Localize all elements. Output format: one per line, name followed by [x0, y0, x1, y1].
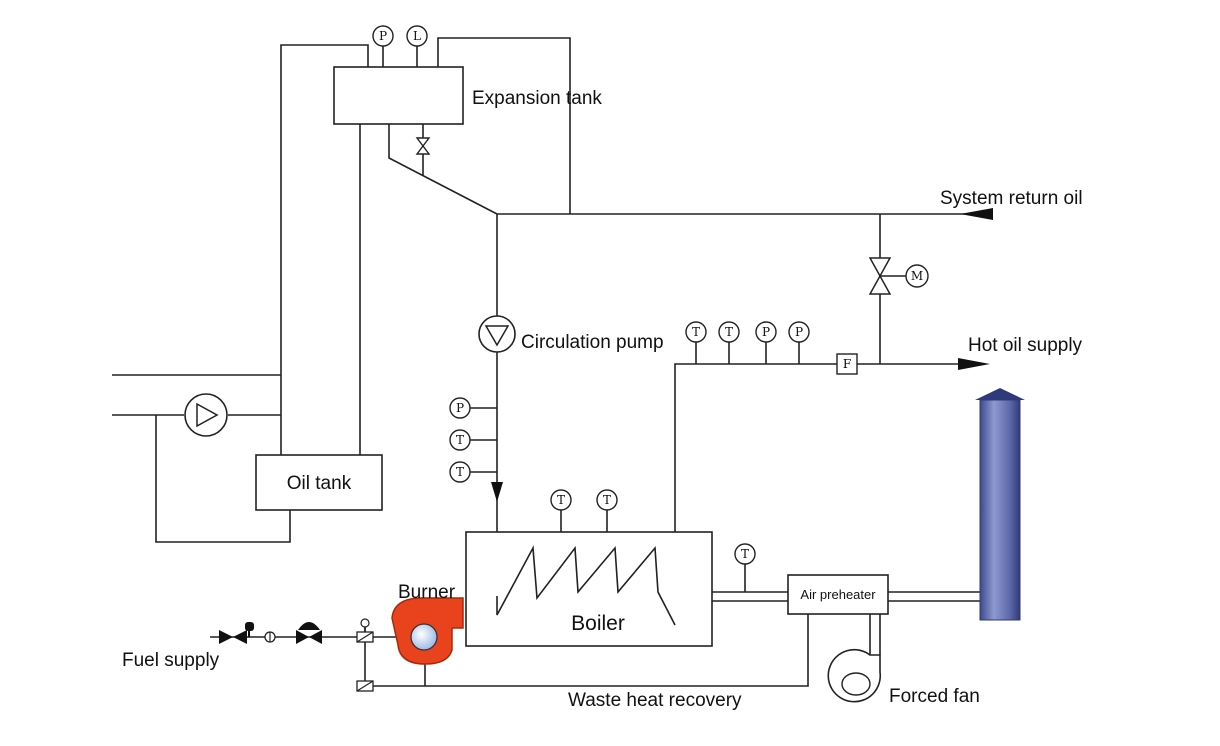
motorized-valve-icon	[868, 257, 906, 295]
circulation-pump-label: Circulation pump	[521, 332, 664, 353]
transfer-pump-icon	[184, 393, 228, 437]
waste-heat-recovery-label: Waste heat recovery	[568, 690, 742, 711]
fuel-supply-label: Fuel supply	[122, 650, 220, 671]
gauge-label: T	[692, 325, 700, 339]
pressure-gauge-icon: P	[755, 321, 777, 343]
fuel-train	[219, 618, 374, 692]
burner-icon	[391, 597, 464, 665]
boiler	[465, 531, 713, 647]
gauge-label: P	[456, 401, 464, 415]
solenoid-valve-icon	[356, 618, 374, 643]
boiler-inlet-arrow	[491, 482, 503, 502]
temperature-gauge-icon: T	[550, 489, 572, 511]
expansion-tank-label: Expansion tank	[472, 88, 602, 109]
level-gauge-icon: L	[406, 25, 428, 47]
gauge-label: P	[379, 29, 387, 43]
gauge-label: T	[741, 547, 749, 561]
oil-tank	[255, 454, 383, 511]
pressure-gauge-icon: P	[788, 321, 810, 343]
gauge-label: F	[843, 357, 851, 371]
hot-oil-supply-label: Hot oil supply	[968, 335, 1083, 356]
circulation-pump-icon	[478, 315, 516, 353]
forced-fan-label: Forced fan	[889, 686, 980, 707]
gauge-label: P	[795, 325, 803, 339]
gauge-label: T	[456, 433, 464, 447]
return-oil-arrow	[960, 208, 993, 220]
gauge-label: T	[603, 493, 611, 507]
pressure-gauge-icon: P	[449, 397, 471, 419]
temperature-gauge-icon: T	[449, 429, 471, 451]
forced-fan-icon	[827, 648, 882, 703]
gauge-label: T	[725, 325, 733, 339]
gauge-label: L	[413, 29, 421, 43]
flow-meter-icon: F	[836, 353, 858, 375]
gauge-label: M	[911, 269, 923, 283]
ball-valve-icon	[219, 622, 254, 644]
heating-coil	[496, 545, 676, 626]
boiler-label: Boiler	[571, 612, 625, 635]
air-preheater-label: Air preheater	[800, 587, 876, 602]
expansion-tank	[333, 66, 464, 125]
gate-valve-icon	[415, 137, 431, 155]
temperature-gauge-icon: T	[685, 321, 707, 343]
temperature-gauge-icon: T	[718, 321, 740, 343]
pressure-gauge-icon: P	[372, 25, 394, 47]
temperature-gauge-icon: T	[449, 461, 471, 483]
solenoid-valve-icon	[356, 680, 374, 692]
burner-label: Burner	[398, 582, 456, 603]
filter-icon	[264, 631, 276, 643]
piping	[112, 37, 990, 687]
air-preheater	[787, 574, 889, 615]
pressure-regulator-icon	[296, 622, 322, 644]
temperature-gauge-icon: T	[734, 543, 756, 565]
gauge-label: T	[557, 493, 565, 507]
system-return-oil-label: System return oil	[940, 188, 1083, 209]
gauge-label: T	[456, 465, 464, 479]
oil-tank-label: Oil tank	[287, 473, 352, 494]
flow-arrows	[491, 208, 993, 502]
temperature-gauge-icon: T	[596, 489, 618, 511]
chimney-icon	[975, 388, 1025, 621]
supply-oil-arrow	[958, 358, 990, 370]
motor-actuator-icon: M	[905, 264, 929, 288]
gauge-label: P	[762, 325, 770, 339]
